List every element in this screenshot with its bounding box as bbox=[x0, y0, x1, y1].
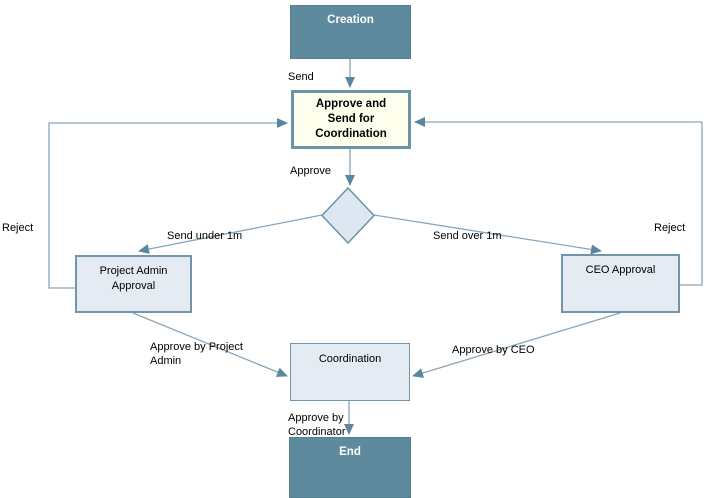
edge-label-send-over-1m: Send over 1m bbox=[433, 230, 502, 242]
edge-label-approve-by-project-admin: Approve by Project Admin bbox=[150, 341, 243, 367]
edge-label-approve-by-ceo: Approve by CEO bbox=[452, 344, 535, 356]
node-coordination-label: Coordination bbox=[318, 353, 382, 365]
edge-send-under-1m-arrow bbox=[138, 214, 323, 254]
node-project-admin-approval: Project Admin Approval bbox=[75, 255, 192, 313]
node-project-admin-approval-label: Project Admin Approval bbox=[99, 265, 168, 292]
node-approve-and-send-for-coordination: Approve and Send for Coordination bbox=[291, 90, 411, 149]
node-ceo-approval: CEO Approval bbox=[561, 254, 680, 313]
node-coordination: Coordination bbox=[290, 343, 410, 401]
edge-label-reject-left: Reject bbox=[2, 222, 34, 234]
node-decision-diamond bbox=[320, 186, 376, 245]
node-end-label: End bbox=[339, 446, 361, 458]
edge-approve-by-project-admin-arrow bbox=[132, 312, 288, 377]
edge-label-reject-right: Reject bbox=[654, 222, 686, 234]
node-approve-and-send-label: Approve and Send for Coordination bbox=[315, 98, 387, 140]
node-creation-label: Creation bbox=[327, 14, 374, 26]
node-creation: Creation bbox=[290, 5, 411, 59]
node-ceo-approval-label: CEO Approval bbox=[585, 264, 656, 276]
edge-label-send: Send bbox=[288, 71, 314, 83]
edge-send-over-1m-arrow bbox=[373, 214, 602, 255]
node-end: End bbox=[289, 437, 411, 498]
edge-reject-left-arrow bbox=[48, 118, 288, 289]
edge-label-approve-by-coordinator: Approve by Coordinator bbox=[288, 412, 346, 438]
edge-label-approve: Approve bbox=[290, 165, 331, 177]
edge-approve-by-ceo-arrow bbox=[412, 312, 621, 378]
edge-label-send-under-1m: Send under 1m bbox=[167, 230, 243, 242]
edge-reject-right-arrow bbox=[414, 117, 703, 286]
